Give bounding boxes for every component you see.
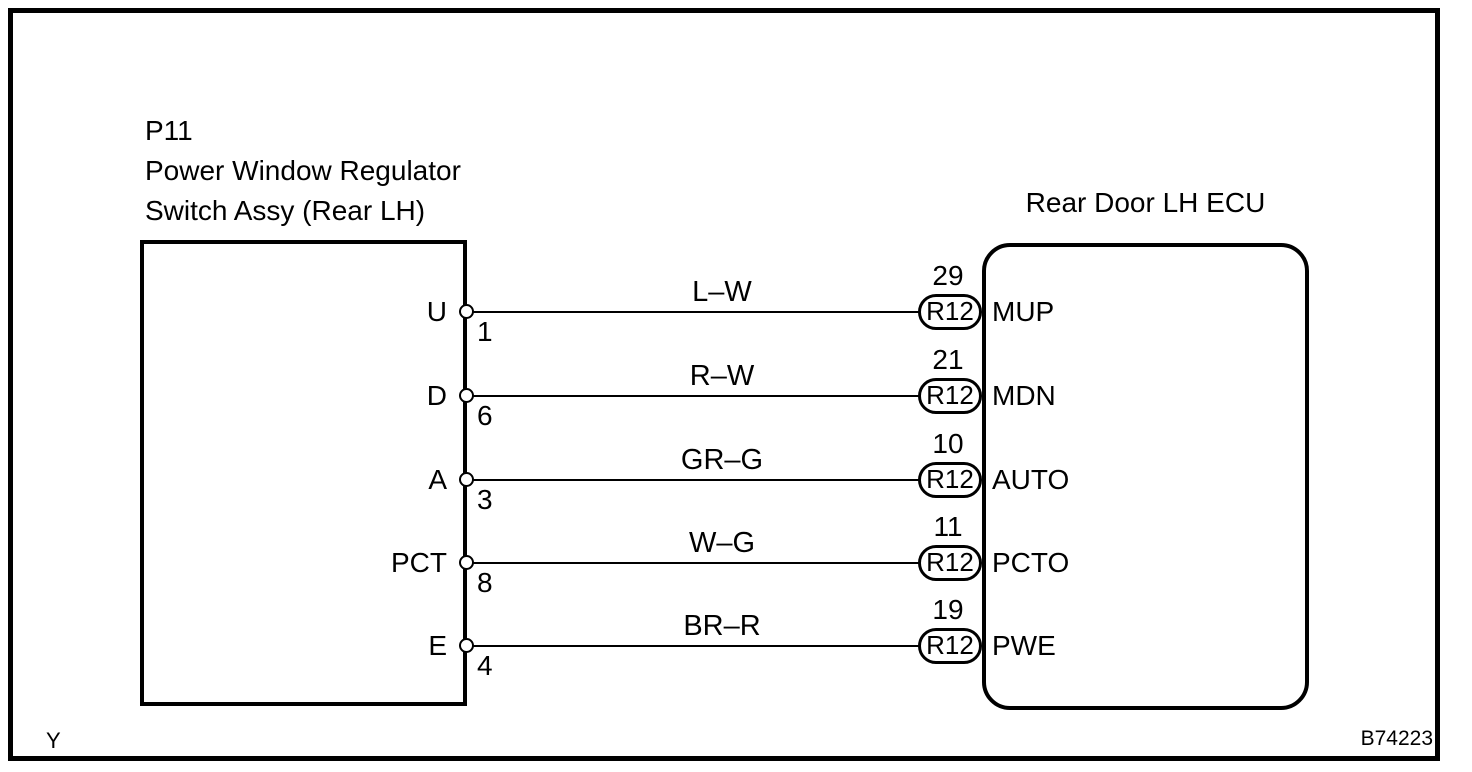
terminal-circle: [459, 472, 474, 487]
wire-line: [465, 479, 920, 481]
ecu-signal-label: MDN: [992, 380, 1056, 411]
wire-row: PCT 8 W–G 11 R12 PCTO: [0, 511, 1472, 613]
ecu-connector-badge: R12: [918, 545, 982, 581]
ecu-title: Rear Door LH ECU: [1025, 187, 1266, 218]
terminal-circle: [459, 388, 474, 403]
wire-row: U 1 L–W 29 R12 MUP: [0, 260, 1472, 362]
switch-pin-number: 3: [477, 484, 493, 515]
switch-terminal-label: E: [428, 630, 447, 661]
switch-pin-number: 8: [477, 567, 493, 598]
ecu-signal-label: PCTO: [992, 547, 1070, 578]
switch-pin-number: 6: [477, 400, 493, 431]
ecu-pin-number: 11: [933, 511, 963, 542]
ecu-pin-number: 19: [932, 594, 964, 625]
figure-number: B74223: [1360, 727, 1433, 750]
ecu-connector-badge: R12: [918, 462, 982, 498]
ecu-signal-label: AUTO: [992, 464, 1070, 495]
switch-terminal-label: U: [426, 296, 447, 327]
page-code: Y: [46, 728, 61, 753]
switch-assy-header: P11 Power Window Regulator Switch Assy (…: [145, 111, 461, 231]
ecu-connector-badge: R12: [918, 378, 982, 414]
terminal-circle: [459, 555, 474, 570]
wire-row: E 4 BR–R 19 R12 PWE: [0, 594, 1472, 696]
ecu-signal-label: MUP: [992, 296, 1055, 327]
switch-code: P11: [145, 115, 193, 146]
ecu-pin-number: 10: [932, 428, 964, 459]
switch-name-line2: Switch Assy (Rear LH): [145, 195, 426, 226]
switch-name-line1: Power Window Regulator: [145, 155, 461, 186]
wire-color-label: R–W: [689, 360, 755, 392]
ecu-box: [982, 243, 1309, 710]
terminal-circle: [459, 304, 474, 319]
wire-color-label: W–G: [688, 527, 756, 559]
wire-color-label: L–W: [692, 276, 752, 308]
switch-pin-number: 1: [477, 316, 493, 347]
wire-line: [465, 562, 920, 564]
ecu-connector-badge: R12: [918, 628, 982, 664]
switch-pin-number: 4: [477, 650, 493, 681]
diagram-border: [8, 8, 1440, 761]
ecu-signal-label: PWE: [992, 630, 1056, 661]
switch-terminal-label: D: [426, 380, 447, 411]
switch-terminal-label: A: [428, 464, 447, 495]
ecu-pin-number: 21: [932, 344, 964, 375]
wire-color-label: GR–G: [680, 444, 764, 476]
wire-line: [465, 311, 920, 313]
terminal-circle: [459, 638, 474, 653]
ecu-pin-number: 29: [932, 260, 964, 291]
switch-terminal-label: PCT: [391, 547, 447, 578]
ecu-connector-badge: R12: [918, 294, 982, 330]
wire-color-label: BR–R: [683, 610, 761, 642]
wire-row: A 3 GR–G 10 R12 AUTO: [0, 428, 1472, 530]
wire-line: [465, 645, 920, 647]
wire-line: [465, 395, 920, 397]
wire-row: D 6 R–W 21 R12 MDN: [0, 344, 1472, 446]
